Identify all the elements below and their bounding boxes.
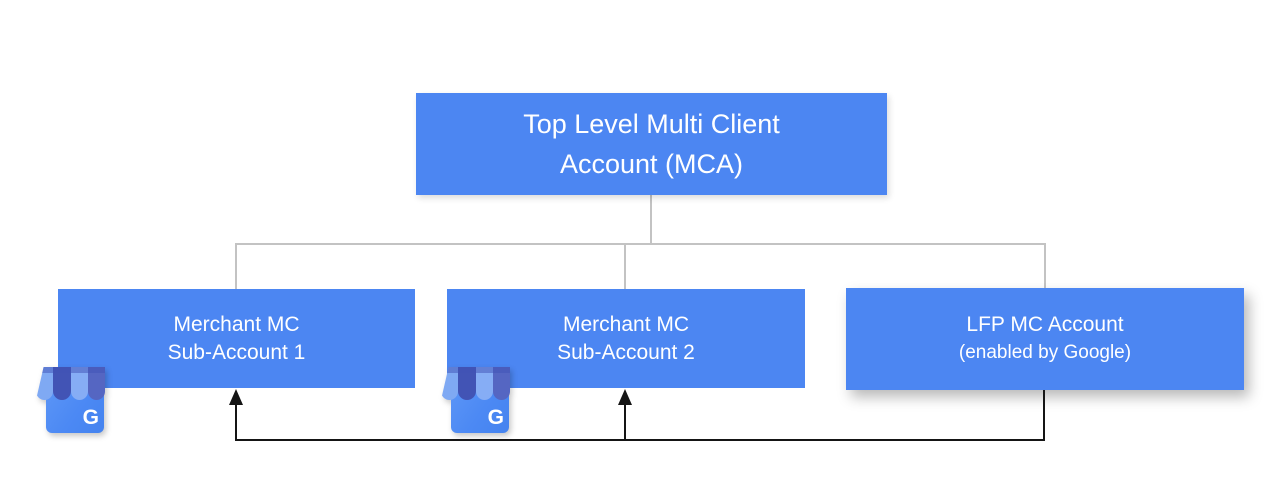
node-sub1-line2: Sub-Account 1 (167, 340, 306, 364)
storefront-awning (441, 367, 510, 400)
arrow-up-line-sub2 (624, 404, 626, 440)
arrowhead-sub2-icon (618, 389, 632, 405)
connector-stub-lfp (1044, 244, 1046, 289)
arrowhead-sub1-icon (229, 389, 243, 405)
node-top-mca-line2: Account (MCA) (559, 149, 744, 179)
node-merchant-sub-account-1: Merchant MC Sub-Account 1 (58, 289, 415, 388)
connector-stub-sub1 (235, 244, 237, 289)
google-g-letter: G (487, 406, 504, 429)
node-lfp-line2: (enabled by Google) (958, 342, 1132, 363)
connector-root-vertical (650, 195, 652, 244)
connector-stub-sub2 (624, 244, 626, 289)
connector-horizontal (235, 243, 1046, 245)
business-storefront-icon: G (441, 367, 510, 433)
arrow-up-line-sub1 (235, 404, 237, 440)
node-lfp-line1: LFP MC Account (966, 313, 1124, 336)
node-top-mca-line1: Top Level Multi Client (523, 109, 780, 139)
node-top-mca: Top Level Multi Client Account (MCA) (416, 93, 887, 195)
arrow-horizontal-line (235, 439, 1045, 441)
node-sub2-line2: Sub-Account 2 (557, 340, 695, 364)
arrow-lfp-down-line (1043, 390, 1045, 440)
node-lfp-mc-account: LFP MC Account (enabled by Google) (846, 288, 1244, 390)
business-storefront-icon: G (36, 367, 105, 433)
google-g-letter: G (82, 406, 99, 429)
storefront-awning (36, 367, 105, 400)
node-sub1-line1: Merchant MC (173, 312, 300, 336)
node-sub2-line1: Merchant MC (562, 312, 690, 336)
